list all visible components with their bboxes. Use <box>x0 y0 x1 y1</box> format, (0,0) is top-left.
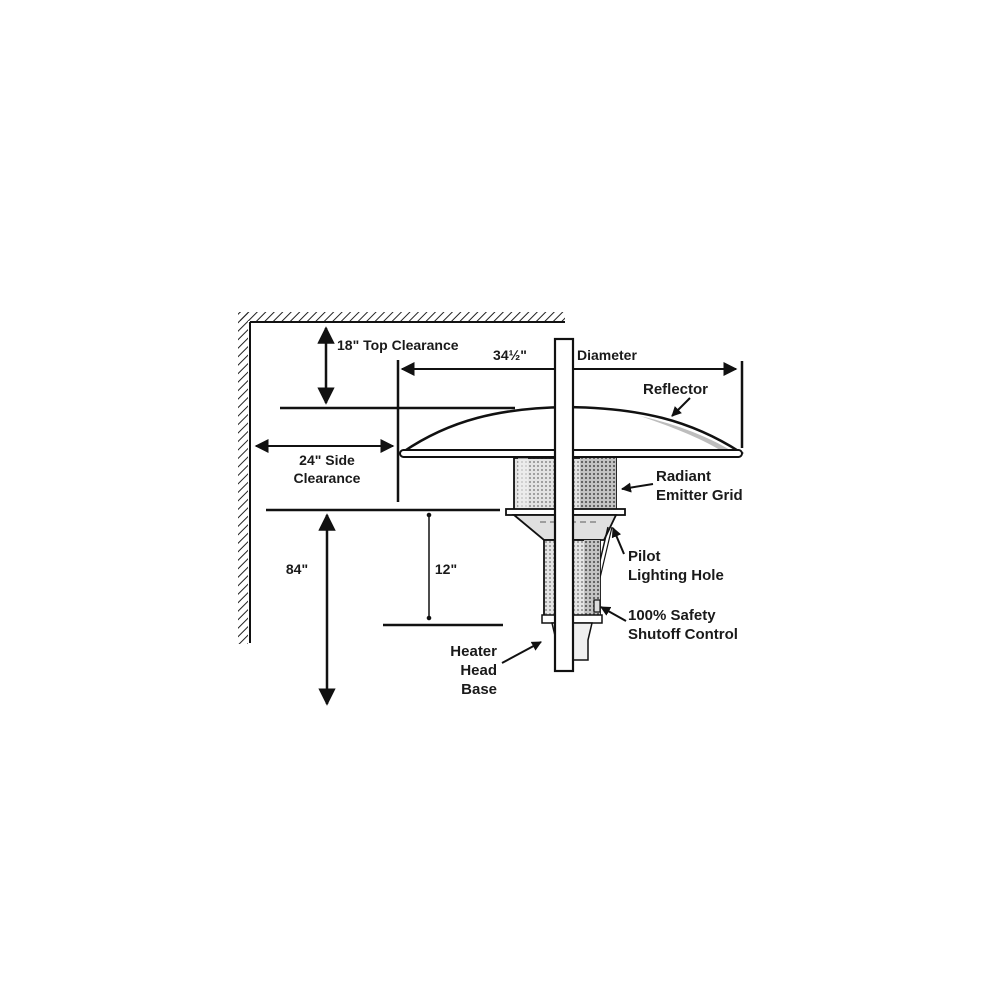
pilot-label-1: Pilot <box>628 548 661 565</box>
safety-label-2: Shutoff Control <box>628 626 738 643</box>
base-label-1: Heater <box>450 643 497 660</box>
wall-ceiling <box>238 312 565 644</box>
radiant-label-2: Emitter Grid <box>656 487 743 504</box>
base-label-2: Head <box>460 662 497 679</box>
callout-arrows <box>501 397 691 664</box>
radiant-label-1: Radiant <box>656 468 711 485</box>
reflector-label: Reflector <box>643 381 708 398</box>
pilot-label-2: Lighting Hole <box>628 567 724 584</box>
heater-head <box>398 337 745 673</box>
side-clearance-label-2: Clearance <box>294 470 361 486</box>
height-84-label: 84" <box>286 561 308 577</box>
side-clearance-label-1: 24" Side <box>299 452 355 468</box>
height-12-label: 12" <box>435 561 457 577</box>
base-label-3: Base <box>461 681 497 698</box>
center-pole <box>553 337 575 673</box>
top-clearance-label: 18" Top Clearance <box>337 337 459 353</box>
diameter-label: Diameter <box>577 347 637 363</box>
diameter-value: 34½" <box>493 347 527 363</box>
safety-label-1: 100% Safety <box>628 607 716 624</box>
